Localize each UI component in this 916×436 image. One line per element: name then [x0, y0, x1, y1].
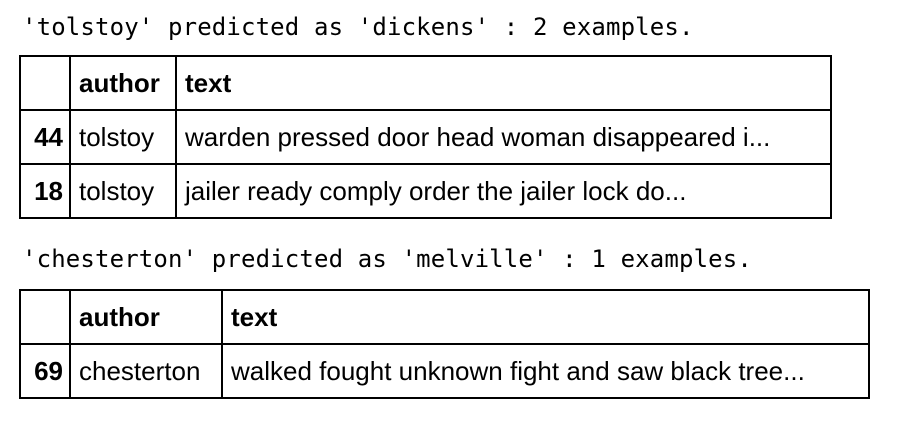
author-cell: tolstoy — [69, 163, 177, 219]
index-column-header — [19, 289, 71, 345]
text-column-header: text — [221, 289, 870, 345]
row-index: 69 — [19, 343, 71, 399]
misclassification-caption: 'tolstoy' predicted as 'dickens' : 2 exa… — [22, 13, 694, 41]
text-cell: walked fought unknown fight and saw blac… — [221, 343, 870, 399]
text-cell: jailer ready comply order the jailer loc… — [175, 163, 832, 219]
author-column-header: author — [69, 55, 177, 111]
row-index: 18 — [19, 163, 71, 219]
table-row: 18 tolstoy jailer ready comply order the… — [19, 163, 832, 219]
table-header-row: author text — [19, 289, 870, 345]
table-row: 69 chesterton walked fought unknown figh… — [19, 343, 870, 399]
author-column-header: author — [69, 289, 223, 345]
misclassification-caption: 'chesterton' predicted as 'melville' : 1… — [22, 245, 752, 273]
index-column-header — [19, 55, 71, 111]
text-column-header: text — [175, 55, 832, 111]
row-index: 44 — [19, 109, 71, 165]
examples-table: author text 44 tolstoy warden pressed do… — [19, 55, 832, 219]
author-cell: tolstoy — [69, 109, 177, 165]
examples-table: author text 69 chesterton walked fought … — [19, 289, 870, 399]
table-header-row: author text — [19, 55, 832, 111]
table-row: 44 tolstoy warden pressed door head woma… — [19, 109, 832, 165]
author-cell: chesterton — [69, 343, 223, 399]
text-cell: warden pressed door head woman disappear… — [175, 109, 832, 165]
